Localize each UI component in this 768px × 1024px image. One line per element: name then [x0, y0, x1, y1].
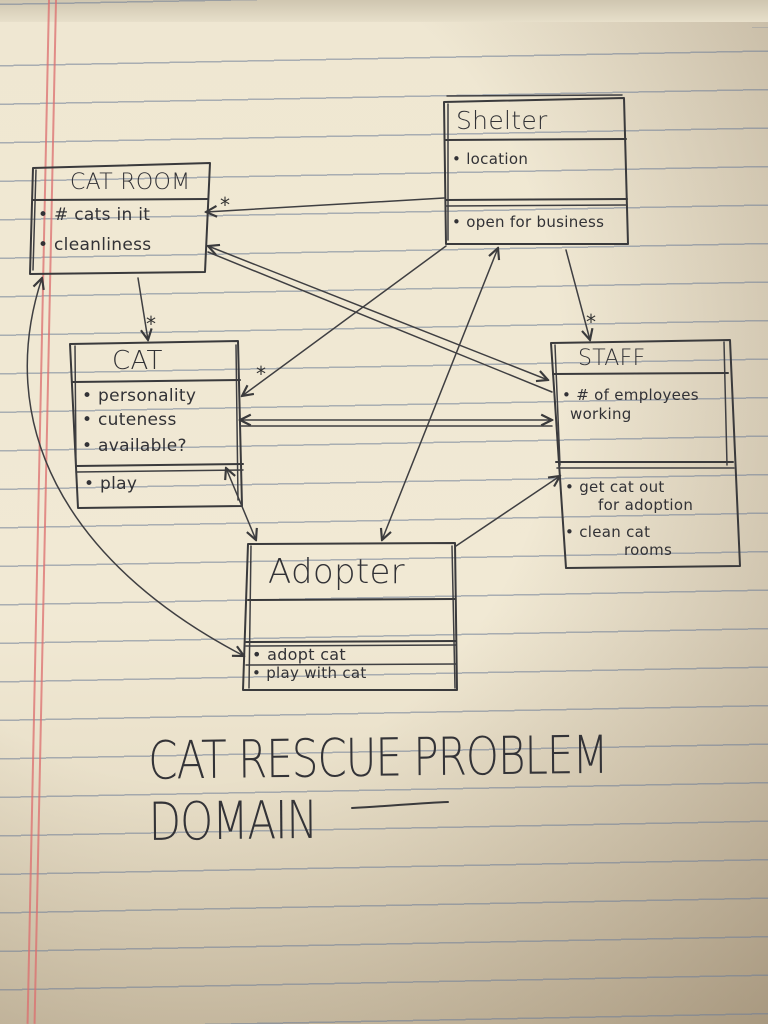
- cat-room-staff-association: [208, 246, 548, 380]
- shelter-attribute: • location: [452, 150, 529, 168]
- caption-underline: [351, 801, 449, 809]
- multiplicity-star: *: [146, 312, 156, 336]
- cat-room-class-box: [29, 162, 211, 275]
- staff-method: • clean cat: [565, 523, 651, 541]
- shelter-to-staff-association: [565, 249, 590, 340]
- associations: [26, 197, 590, 656]
- shelter-class-box: [443, 94, 629, 245]
- staff-class-box: [550, 339, 741, 569]
- shelter-to-adopter-association: [382, 248, 498, 540]
- multiplicity-star: *: [220, 193, 230, 217]
- cat-room-to-adopter-association: [26, 278, 244, 656]
- cat-attribute: • available?: [82, 436, 187, 456]
- cat-class-name: CAT: [112, 346, 163, 376]
- multiplicity-star: *: [586, 310, 596, 334]
- adopter-class-name: Adopter: [268, 552, 405, 592]
- cat-method: • play: [84, 474, 138, 494]
- staff-attribute: • # of employees: [562, 386, 699, 404]
- staff-attribute: working: [570, 405, 632, 423]
- staff-method: rooms: [624, 541, 673, 559]
- shelter-class-name: Shelter: [456, 106, 548, 135]
- staff-method: for adoption: [598, 496, 694, 514]
- cat-room-attribute: • # cats in it: [38, 205, 151, 225]
- cat-attribute: • cuteness: [82, 410, 177, 430]
- cat-room-attribute: • cleanliness: [38, 235, 152, 255]
- shelter-to-cat-room-association: [206, 197, 445, 212]
- cat-room-class-name: CAT ROOM: [70, 170, 191, 195]
- multiplicity-star: *: [256, 362, 266, 386]
- diagram-caption: CAT RESCUE PROBLEM DOMAIN: [148, 723, 608, 853]
- shelter-to-cat-association: [242, 245, 447, 396]
- adopter-method: • play with cat: [252, 664, 367, 682]
- cat-attribute: • personality: [82, 386, 197, 406]
- adopter-method: • adopt cat: [252, 645, 346, 664]
- staff-class-name: STAFF: [578, 346, 646, 371]
- staff-method: • get cat out: [565, 478, 665, 496]
- shelter-method: • open for business: [452, 213, 605, 231]
- staff-to-adopter-association: [455, 476, 560, 547]
